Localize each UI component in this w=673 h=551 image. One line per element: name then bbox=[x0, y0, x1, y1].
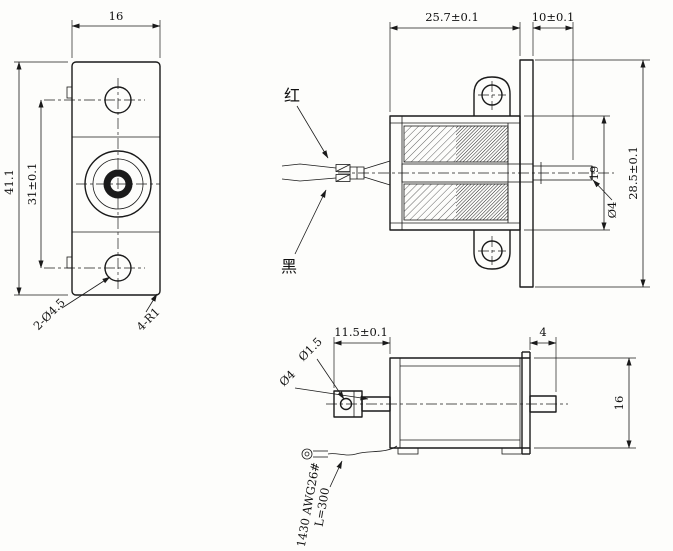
wire-spec-callout: 1430 AWG26# L=300 bbox=[294, 460, 343, 548]
lead-wire-side bbox=[301, 445, 398, 460]
body-length-text: 25.7±0.1 bbox=[425, 10, 479, 24]
red-wire-label: 红 bbox=[284, 86, 300, 105]
front-width-text: 16 bbox=[109, 9, 124, 23]
pin-hole-text: Ø1.5 bbox=[295, 334, 324, 363]
shaft-side bbox=[529, 395, 557, 413]
dim-body-height: 16 bbox=[534, 357, 636, 449]
shaft-extension-text: 4 bbox=[539, 325, 546, 339]
wire-terminal bbox=[301, 448, 313, 460]
section-view: 25.7±0.1 10±0.1 28.5±0.1 19 Ø4 红 黑 bbox=[281, 10, 650, 288]
output-shaft bbox=[532, 162, 593, 184]
front-view: 16 41.1 31±0.1 2-Ø4.5 4-R1 bbox=[2, 9, 163, 334]
front-centerlines bbox=[44, 78, 160, 292]
bracket-edge bbox=[521, 351, 531, 455]
hole-spacing-text: 31±0.1 bbox=[25, 163, 39, 206]
solenoid-body-side bbox=[389, 357, 531, 455]
red-wire-leader bbox=[296, 105, 329, 159]
coil-winding-top bbox=[404, 126, 456, 162]
shaft-diameter-text: Ø4 bbox=[605, 202, 619, 219]
corner-radius-text: 4-R1 bbox=[134, 305, 163, 334]
plunger-assembly bbox=[333, 390, 391, 418]
black-wire-label: 黑 bbox=[281, 257, 297, 276]
clevis bbox=[333, 390, 363, 418]
lead-wires bbox=[281, 163, 351, 182]
front-height-text: 41.1 bbox=[2, 169, 16, 195]
dim-bracket-height: 28.5±0.1 bbox=[535, 59, 650, 288]
black-wire bbox=[281, 177, 337, 182]
callout-shaft-diameter: Ø4 bbox=[592, 179, 619, 219]
clevis-pin-hole bbox=[339, 397, 353, 411]
dim-hole-spacing: 31±0.1 bbox=[25, 99, 44, 269]
dim-body-diameter: 19 bbox=[524, 115, 610, 231]
coil-winding-bottom bbox=[404, 184, 456, 220]
foot-right bbox=[501, 447, 523, 455]
body-diameter-text: 19 bbox=[587, 166, 601, 181]
edge-tab-bottom bbox=[66, 256, 73, 269]
red-wire bbox=[281, 163, 337, 169]
dim-plunger-extension: 11.5±0.1 bbox=[333, 325, 391, 388]
foot-left bbox=[397, 447, 419, 455]
edge-tab-top bbox=[66, 86, 73, 99]
dim-front-width: 16 bbox=[71, 9, 161, 58]
side-view: 11.5±0.1 4 Ø1.5 Ø4 16 1430 AWG26# L=300 bbox=[276, 325, 636, 548]
bushing-length-text: 10±0.1 bbox=[532, 10, 575, 24]
plunger-nose bbox=[349, 160, 391, 186]
mounting-bracket bbox=[473, 59, 534, 288]
callout-corner-radius: 4-R1 bbox=[134, 293, 163, 334]
rod-diameter-text: Ø4 bbox=[276, 367, 298, 389]
mounting-plate bbox=[66, 61, 161, 296]
body-height-text: 16 bbox=[612, 396, 626, 411]
dim-front-height: 41.1 bbox=[2, 61, 68, 296]
dim-body-length: 25.7±0.1 bbox=[389, 10, 521, 112]
callout-mounting-holes: 2-Ø4.5 bbox=[30, 276, 111, 333]
dim-shaft-extension: 4 bbox=[529, 325, 557, 392]
dim-bushing-length: 10±0.1 bbox=[532, 10, 575, 160]
bracket-ear-bottom bbox=[473, 230, 511, 270]
bracket-height-text: 28.5±0.1 bbox=[626, 146, 640, 200]
wire-color-labels: 红 黑 bbox=[281, 86, 329, 276]
mounting-holes-text: 2-Ø4.5 bbox=[30, 295, 67, 332]
bracket-ear-top bbox=[473, 76, 511, 116]
plunger-extension-text: 11.5±0.1 bbox=[334, 325, 388, 339]
black-wire-leader bbox=[294, 189, 327, 255]
wire-length-label: L=300 bbox=[312, 487, 333, 528]
